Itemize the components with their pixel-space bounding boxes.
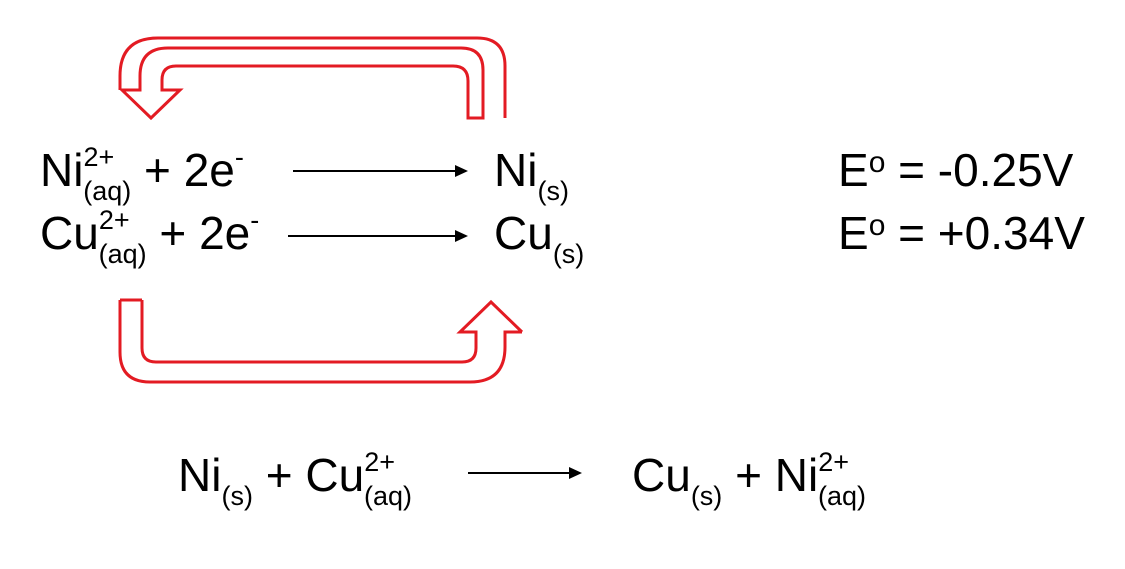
potential-label: E — [838, 144, 869, 196]
product: Cu — [494, 207, 553, 259]
degree-symbol: o — [868, 209, 886, 242]
overall-reactant-2: Cu — [305, 449, 365, 501]
half-reaction-1-reactants: Ni2+ (aq) + 2e- — [40, 144, 244, 205]
product-phase: (s) — [552, 239, 585, 269]
ion-charge: 2+ — [83, 142, 115, 172]
electron-sign: - — [250, 205, 260, 235]
half-reaction-2-reactants: Cu2+ (aq) + 2e- — [40, 207, 259, 268]
overall-products: Cu(s) + Ni2+ (aq) — [632, 449, 866, 510]
reaction-arrow — [293, 165, 468, 177]
potential-value: = +0.34V — [898, 207, 1085, 259]
overall-reactant-1: Ni — [178, 449, 222, 501]
overall-product-1-phase: (s) — [690, 481, 723, 511]
half-reaction-1-product: Ni(s) — [494, 144, 569, 205]
product-phase: (s) — [537, 176, 569, 206]
overall-reactant-1-phase: (s) — [221, 481, 253, 511]
reactant-ion: Ni — [40, 144, 84, 196]
reaction-arrow — [288, 230, 468, 242]
electrons: 2e — [199, 207, 251, 259]
potential-label: E — [838, 207, 869, 259]
electron-sign: - — [234, 142, 244, 172]
overall-product-2: Ni — [774, 449, 819, 501]
product: Ni — [494, 144, 538, 196]
plus-sign: + — [735, 449, 762, 501]
overall-reactant-2-phase: (aq) — [363, 481, 412, 511]
potential-1: Eo = -0.25V — [838, 147, 1073, 193]
phase-label: (aq) — [83, 176, 132, 206]
potential-value: = -0.25V — [898, 144, 1074, 196]
plus-sign: + — [159, 207, 187, 259]
reactant-ion: Cu — [40, 207, 99, 259]
plus-sign: + — [144, 144, 171, 196]
top-flow-arrow — [118, 36, 507, 121]
half-reaction-2-product: Cu(s) — [494, 207, 584, 268]
phase-label: (aq) — [98, 239, 147, 269]
plus-sign: + — [265, 449, 293, 501]
potential-2: Eo = +0.34V — [838, 210, 1085, 256]
overall-reactants: Ni(s) + Cu2+ (aq) — [178, 449, 412, 510]
ion-charge: 2+ — [98, 205, 130, 235]
overall-product-2-phase: (aq) — [817, 481, 866, 511]
overall-reactant-2-charge: 2+ — [364, 447, 395, 477]
overall-reaction-arrow — [468, 467, 582, 479]
degree-symbol: o — [868, 146, 886, 179]
electrons: 2e — [183, 144, 235, 196]
overall-product-2-charge: 2+ — [818, 447, 849, 477]
overall-product-1: Cu — [632, 449, 691, 501]
bottom-flow-arrow — [118, 298, 524, 384]
